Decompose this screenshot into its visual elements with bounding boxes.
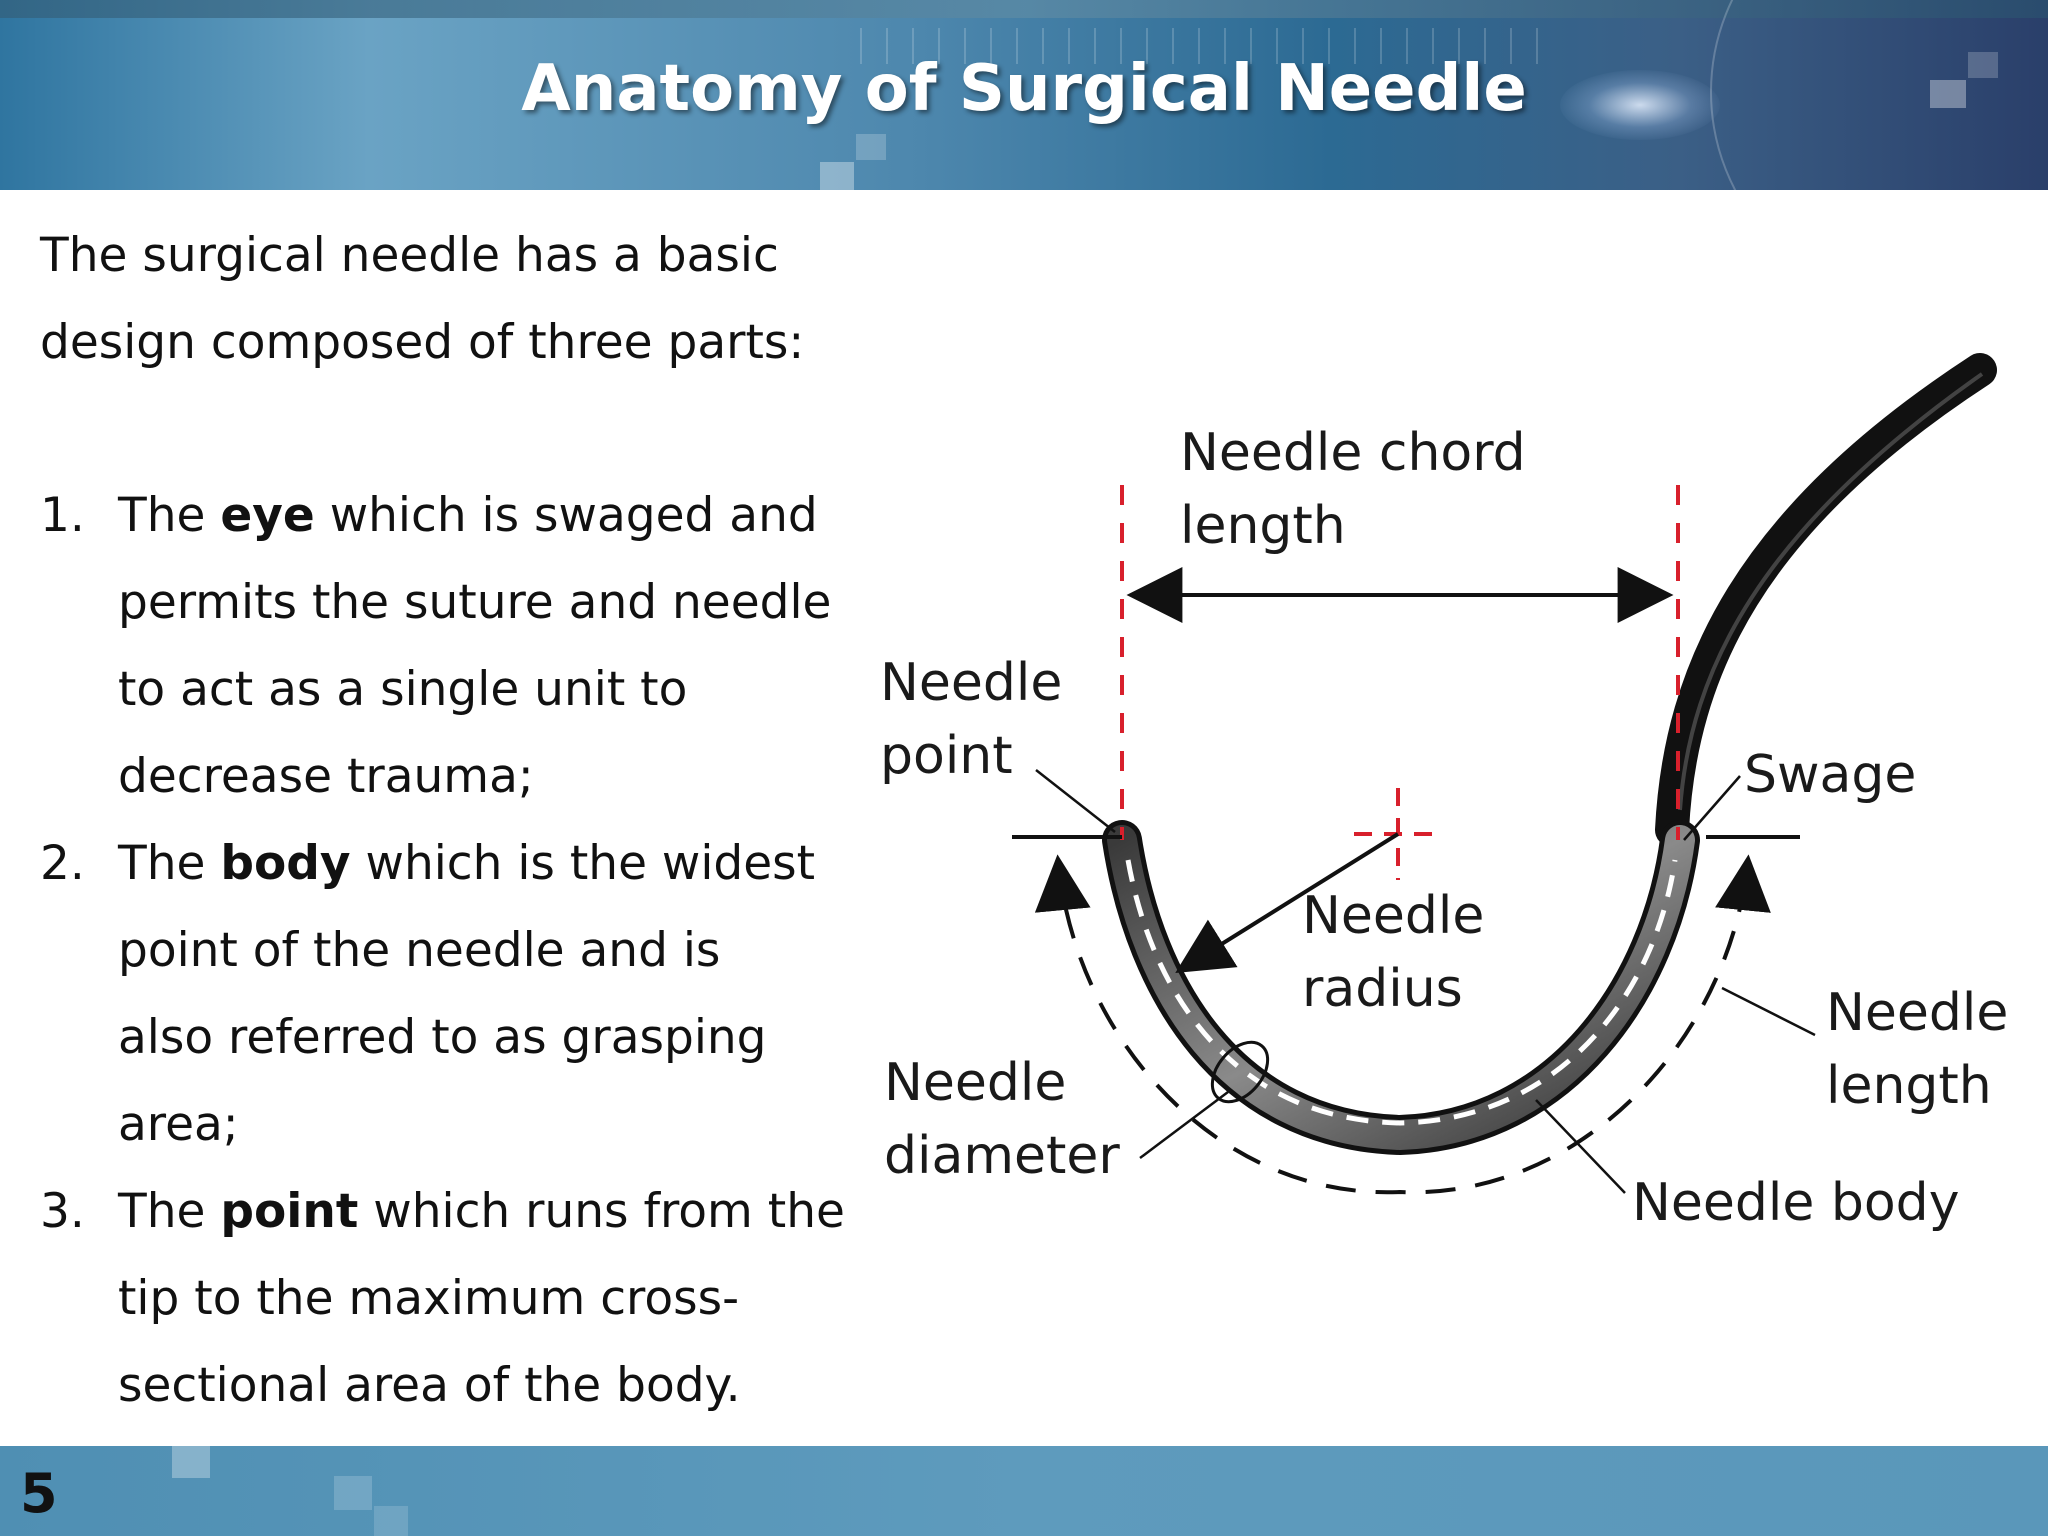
list-item-line: decrease trauma; <box>118 749 534 804</box>
list-keyword-point: point <box>220 1184 359 1239</box>
label-needle-chord: Needle chord <box>1180 423 1526 483</box>
list-item-text: which is swaged and <box>314 488 818 543</box>
list-item-first-line: The body which is the widest <box>118 820 860 907</box>
list-number: 1. <box>40 488 85 543</box>
length-leader-line <box>1721 986 1816 1037</box>
list-item-point: 3. The point which runs from the tip to … <box>40 1168 860 1429</box>
needle-parts-list: 1. The eye which is swaged and permits t… <box>40 472 860 1429</box>
banner-square-decoration <box>820 162 854 190</box>
list-number: 3. <box>40 1184 85 1239</box>
needle-length-arc <box>1034 854 1771 1195</box>
title-banner: Anatomy of Surgical Needle <box>0 0 2048 190</box>
list-item-text: The <box>118 488 221 543</box>
intro-text: The surgical needle has a basic design c… <box>40 212 840 386</box>
label-needle-point: Needle <box>880 653 1062 713</box>
list-item-line: also referred to as grasping <box>118 1010 767 1065</box>
list-keyword-body: body <box>220 836 351 891</box>
list-number: 2. <box>40 836 85 891</box>
page-number: 5 <box>20 1462 58 1525</box>
list-item-first-line: The eye which is swaged and <box>118 472 860 559</box>
list-item-eye: 1. The eye which is swaged and permits t… <box>40 472 860 820</box>
label-needle-length: Needle <box>1826 983 2008 1043</box>
list-item-line: permits the suture and needle <box>118 575 832 630</box>
label-needle-body: Needle body <box>1632 1173 1959 1233</box>
swage-leader-line <box>1683 775 1741 841</box>
label-needle-diameter: diameter <box>884 1126 1120 1186</box>
list-item-line: to act as a single unit to <box>118 662 688 717</box>
footer-square-decoration <box>334 1476 372 1510</box>
list-item-first-line: The point which runs from the <box>118 1168 860 1255</box>
body-leader-line <box>1535 1099 1626 1194</box>
list-item-line: sectional area of the body. <box>118 1358 741 1413</box>
banner-square-decoration <box>1930 80 1966 108</box>
needle-center-line <box>1125 859 1678 1126</box>
label-swage: Swage <box>1744 745 1916 805</box>
list-item-line: tip to the maximum cross- <box>118 1271 740 1326</box>
list-item-line: point of the needle and is <box>118 923 721 978</box>
list-item-text: which runs from the <box>358 1184 845 1239</box>
intro-line: design composed of three parts: <box>40 315 805 370</box>
intro-line: The surgical needle has a basic <box>40 228 779 283</box>
footer-square-decoration <box>172 1446 210 1478</box>
footer-bar: 5 <box>0 1446 2048 1536</box>
label-needle-chord: length <box>1180 496 1346 556</box>
label-needle-length: length <box>1826 1056 1992 1116</box>
diameter-leader-line <box>1139 1091 1229 1159</box>
list-item-text: which is the widest <box>350 836 816 891</box>
needle-anatomy-diagram: Needle chord length Needle point Swage N… <box>880 353 2008 1233</box>
footer-square-decoration <box>374 1506 408 1536</box>
point-leader-line <box>1035 769 1116 833</box>
list-item-text: The <box>118 1184 221 1239</box>
suture-thread-highlight <box>1678 372 1984 811</box>
banner-light-glow <box>1560 70 1720 140</box>
banner-top-stripe <box>0 0 2048 18</box>
label-needle-radius: radius <box>1302 959 1463 1019</box>
banner-square-decoration <box>856 134 886 160</box>
label-needle-radius: Needle <box>1302 886 1484 946</box>
list-item-text: The <box>118 836 221 891</box>
slide-title: Anatomy of Surgical Needle <box>521 52 1527 126</box>
list-keyword-eye: eye <box>220 488 315 543</box>
banner-ring-decoration <box>1710 0 2048 190</box>
banner-square-decoration <box>1968 52 1998 78</box>
list-item-body: 2. The body which is the widest point of… <box>40 820 860 1168</box>
banner-tick-pattern <box>860 28 1560 64</box>
list-item-line: area; <box>118 1097 239 1152</box>
label-needle-diameter: Needle <box>884 1053 1066 1113</box>
label-needle-point: point <box>880 726 1013 786</box>
